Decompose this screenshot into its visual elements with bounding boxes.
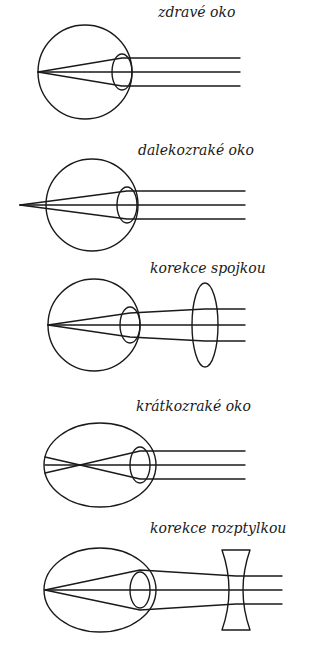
light-ray — [48, 325, 245, 341]
eye-caption: zdravé oko — [158, 4, 235, 21]
eye-caption: krátkozraké oko — [136, 398, 251, 415]
light-ray — [45, 590, 282, 610]
light-ray — [20, 205, 245, 219]
light-ray — [20, 204, 245, 205]
light-ray — [45, 589, 282, 590]
diverging-correction — [44, 548, 282, 632]
light-ray — [45, 451, 245, 473]
light-ray — [38, 72, 240, 86]
light-ray — [45, 570, 282, 590]
nearsighted-eye — [44, 423, 245, 507]
eye-caption: korekce rozptylkou — [150, 520, 286, 537]
light-ray — [38, 71, 240, 72]
light-ray — [48, 309, 245, 325]
light-ray — [20, 191, 245, 205]
healthy-eye — [38, 25, 240, 119]
eye-caption: korekce spojkou — [150, 260, 266, 277]
converging-correction — [48, 279, 245, 371]
light-ray — [48, 324, 245, 325]
light-ray — [45, 457, 245, 479]
light-ray — [38, 58, 240, 72]
farsighted-eye — [20, 159, 245, 251]
eye-caption: dalekozraké oko — [138, 142, 254, 159]
